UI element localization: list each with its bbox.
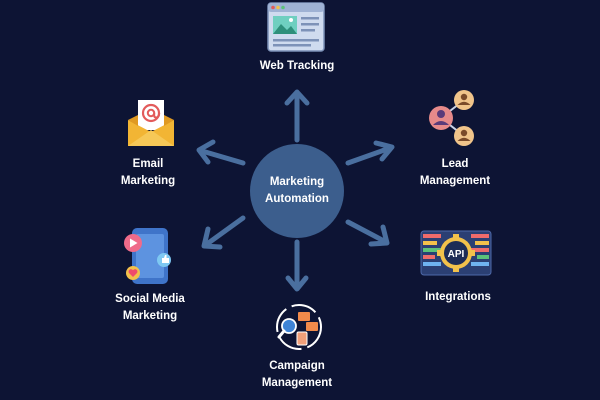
- arrow-integrations: [345, 219, 390, 247]
- arrow-social-media-marketing: [201, 215, 246, 250]
- hub-marketing-automation: Marketing Automation: [250, 144, 344, 238]
- campaign-search-icon: [272, 302, 326, 352]
- people-network-icon: [424, 88, 480, 150]
- label-social-media-marketing: Social Media Marketing: [115, 293, 185, 322]
- envelope-at-icon: [126, 96, 176, 148]
- label-web-tracking: Web Tracking: [259, 60, 335, 72]
- arrow-lead-management: [345, 140, 395, 166]
- label-campaign-management: Campaign Management: [261, 360, 333, 389]
- label-integrations: Integrations: [425, 291, 491, 303]
- label-email-marketing: Email Marketing: [120, 158, 176, 187]
- arrow-web-tracking: [284, 89, 310, 143]
- browser-window-icon: [267, 2, 325, 52]
- svg-text:API: API: [448, 249, 465, 260]
- arrow-campaign-management: [285, 239, 309, 292]
- label-lead-management: Lead Management: [419, 158, 491, 187]
- smartphone-social-icon: [112, 226, 182, 286]
- arrow-email-marketing: [196, 139, 246, 166]
- api-gear-icon: API: [420, 228, 492, 278]
